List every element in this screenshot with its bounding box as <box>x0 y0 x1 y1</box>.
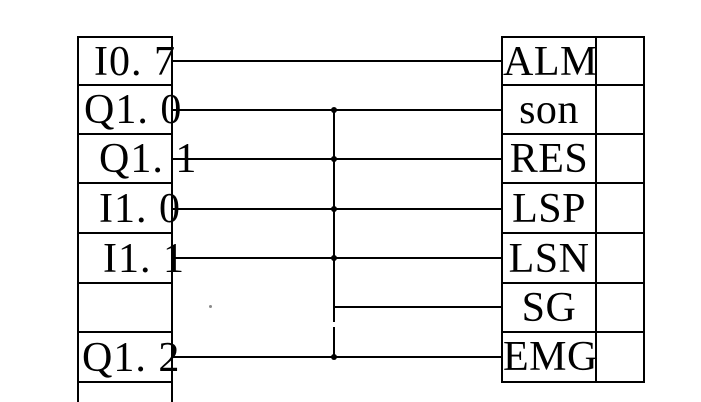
table-row: SG <box>503 284 643 333</box>
wire-i0-7-alm <box>173 60 501 62</box>
terminal-label: LSN <box>508 236 590 282</box>
terminal-label: RES <box>509 136 589 182</box>
io-label: Q1. 2 <box>82 335 181 381</box>
io-label: I1. 0 <box>99 186 181 232</box>
terminal-value-cell <box>595 234 643 282</box>
junction-dot <box>331 206 337 212</box>
terminal-value-cell <box>595 135 643 182</box>
io-label: I0. 7 <box>94 39 176 85</box>
junction-dot <box>331 156 337 162</box>
bus-line-lower <box>333 327 335 358</box>
io-label: Q1. 1 <box>99 136 198 182</box>
table-row: RES <box>503 135 643 184</box>
table-row <box>79 383 171 402</box>
terminal-label: LSP <box>512 186 586 232</box>
stray-mark <box>209 305 212 308</box>
table-row: ALM <box>503 38 643 86</box>
io-label: I1. 1 <box>103 236 185 282</box>
wire-q1-1-res <box>173 158 501 160</box>
terminal-label: son <box>519 87 579 133</box>
table-row: LSP <box>503 184 643 234</box>
terminal-value-cell <box>595 284 643 331</box>
table-row: I1. 0 <box>79 184 180 234</box>
table-row: LSN <box>503 234 643 284</box>
wire-bus-sg <box>334 306 501 308</box>
table-row: Q1. 2 <box>79 333 179 383</box>
table-row: Q1. 0 <box>79 86 181 135</box>
bus-line-upper <box>333 109 335 322</box>
io-label: Q1. 0 <box>84 87 183 133</box>
terminal-value-cell <box>595 86 643 133</box>
table-row: EMG <box>503 333 643 381</box>
wire-i1-0-lsp <box>173 208 501 210</box>
servo-terminal-table: ALM son RES LSP LSN SG EMG <box>501 36 645 383</box>
terminal-label: EMG <box>503 334 598 380</box>
terminal-label: ALM <box>503 39 598 85</box>
junction-dot <box>331 255 337 261</box>
wire-q1-0-son <box>173 109 501 111</box>
junction-dot <box>331 107 337 113</box>
table-row <box>79 284 171 333</box>
wire-q1-2-emg <box>173 356 501 358</box>
terminal-value-cell <box>595 333 643 381</box>
terminal-value-cell <box>595 38 643 84</box>
junction-dot <box>331 354 337 360</box>
table-row: Q1. 1 <box>79 135 196 184</box>
plc-io-table: I0. 7 Q1. 0 Q1. 1 I1. 0 I1. 1 Q1. 2 <box>77 36 196 402</box>
table-row: I1. 1 <box>79 234 184 284</box>
terminal-label: SG <box>521 285 577 331</box>
terminal-value-cell <box>595 184 643 232</box>
table-row: son <box>503 86 643 135</box>
wire-i1-1-lsn <box>173 257 501 259</box>
table-row: I0. 7 <box>79 38 175 86</box>
